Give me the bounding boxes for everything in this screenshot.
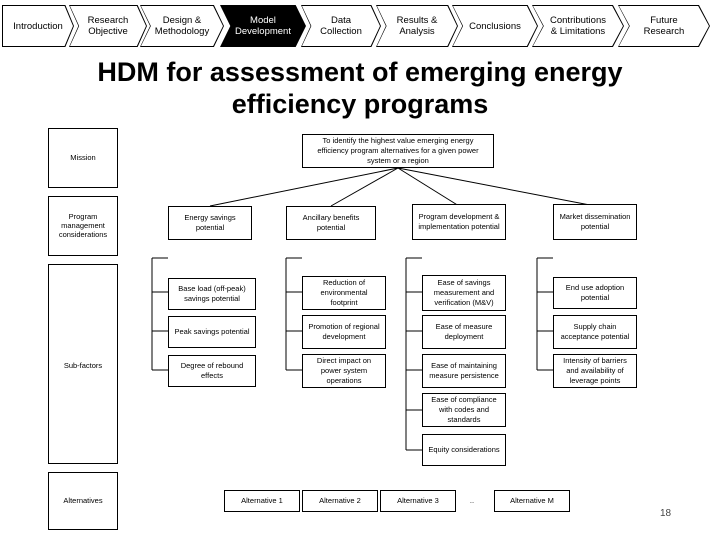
subfactor-supply-chain: Supply chain acceptance potential bbox=[553, 315, 637, 349]
level-mission-label: Mission bbox=[70, 153, 96, 162]
level-alternatives-box bbox=[48, 472, 118, 530]
level-mission-box bbox=[48, 128, 118, 188]
nav-design-methodology[interactable]: Design & Methodology bbox=[141, 6, 223, 46]
subfactor-compliance-ease: Ease of compliance with codes and standa… bbox=[422, 393, 506, 427]
criterion-market-dissemination: Market dissemination potential bbox=[553, 204, 637, 240]
criterion-ancillary-benefits: Ancillary benefits potential bbox=[286, 206, 376, 240]
nav-introduction[interactable]: Introduction bbox=[3, 6, 73, 46]
nav-model-development[interactable]: Model Development bbox=[221, 6, 305, 46]
subfactor-end-use-adoption: End use adoption potential bbox=[553, 277, 637, 309]
subfactor-regional-development: Promotion of regional development bbox=[302, 315, 386, 349]
mission-box: To identify the highest value emerging e… bbox=[302, 134, 494, 168]
level-program-box bbox=[48, 196, 118, 256]
criterion-energy-savings: Energy savings potential bbox=[168, 206, 252, 240]
subfactor-persistence-ease: Ease of maintaining measure persistence bbox=[422, 354, 506, 388]
criterion-program-development: Program development & implementation pot… bbox=[412, 204, 506, 240]
level-subfactors-label: Sub-factors bbox=[63, 361, 103, 370]
alternative-m: Alternative M bbox=[494, 490, 570, 512]
level-program-label: Program management considerations bbox=[58, 212, 108, 239]
process-navigation: Introduction Research Objective Design &… bbox=[0, 0, 720, 52]
alternative-2: Alternative 2 bbox=[302, 490, 378, 512]
page-number: 18 bbox=[660, 508, 672, 519]
subfactor-equity: Equity considerations bbox=[422, 434, 506, 466]
nav-conclusions[interactable]: Conclusions bbox=[453, 6, 537, 46]
level-subfactors-box bbox=[48, 264, 118, 464]
subfactor-base-load: Base load (off-peak) savings potential bbox=[168, 278, 256, 310]
nav-data-collection[interactable]: Data Collection bbox=[302, 6, 380, 46]
subfactor-mv-ease: Ease of savings measurement and verifica… bbox=[422, 275, 506, 311]
subfactor-environmental-footprint: Reduction of environmental footprint bbox=[302, 276, 386, 310]
nav-results-analysis[interactable]: Results & Analysis bbox=[377, 6, 457, 46]
nav-research-objective[interactable]: Research Objective bbox=[70, 6, 146, 46]
alternative-1: Alternative 1 bbox=[224, 490, 300, 512]
page-title: HDM for assessment of emerging energy ef… bbox=[97, 57, 623, 119]
nav-contributions-limitations[interactable]: Contributions & Limitations bbox=[533, 6, 623, 46]
subfactor-deployment-ease: Ease of measure deployment bbox=[422, 315, 506, 349]
level-alternatives-label: Alternatives bbox=[63, 496, 103, 505]
nav-future-research[interactable]: Future Research bbox=[619, 6, 709, 46]
alternatives-ellipsis: .. bbox=[469, 496, 475, 505]
subfactor-rebound-effects: Degree of rebound effects bbox=[168, 355, 256, 387]
subfactor-peak-savings: Peak savings potential bbox=[168, 316, 256, 348]
subfactor-barriers-leverage: Intensity of barriers and availability o… bbox=[553, 354, 637, 388]
alternative-3: Alternative 3 bbox=[380, 490, 456, 512]
subfactor-power-system-operations: Direct impact on power system operations bbox=[302, 354, 386, 388]
